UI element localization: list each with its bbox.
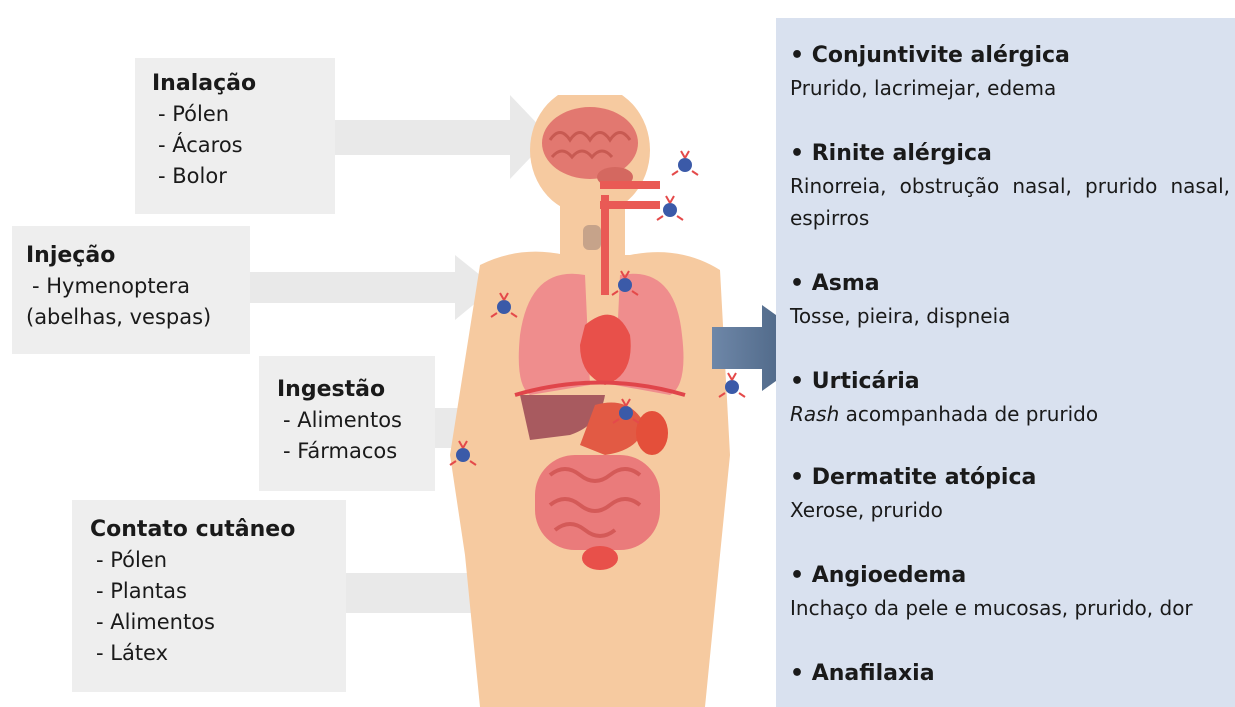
route-item: - Látex bbox=[96, 638, 295, 669]
reaction-rhinitis: • Rinite alérgica Rinorreia, obstrução n… bbox=[790, 138, 1230, 234]
reaction-symptoms: Rash acompanhada de prurido bbox=[790, 398, 1230, 430]
reaction-name: Urticária bbox=[812, 369, 920, 394]
reaction-urticaria: • Urticária Rash acompanhada de prurido bbox=[790, 366, 1230, 430]
route-item: - Alimentos bbox=[283, 405, 402, 436]
reaction-name: Rinite alérgica bbox=[812, 141, 992, 166]
route-item: - Ácaros bbox=[158, 130, 256, 161]
route-title: Contato cutâneo bbox=[90, 514, 295, 545]
reaction-symptoms: Inchaço da pele e mucosas, prurido, dor bbox=[790, 592, 1230, 624]
route-item: - Pólen bbox=[96, 545, 295, 576]
bullet: • bbox=[790, 661, 804, 686]
reaction-symptoms: Tosse, pieira, dispneia bbox=[790, 300, 1230, 332]
reaction-name: Asma bbox=[812, 271, 880, 296]
reaction-symptoms: Xerose, prurido bbox=[790, 494, 1230, 526]
route-item: - Bolor bbox=[158, 161, 256, 192]
route-title: Injeção bbox=[26, 240, 211, 271]
bullet: • bbox=[790, 141, 804, 166]
reaction-anaphylaxis: • Anafilaxia bbox=[790, 658, 1230, 690]
reaction-name: Dermatite atópica bbox=[812, 465, 1037, 490]
route-title: Inalação bbox=[152, 68, 256, 99]
reaction-symptom-italic: Rash bbox=[790, 402, 839, 426]
route-item: - Alimentos bbox=[96, 607, 295, 638]
reaction-atopic-dermatitis: • Dermatite atópica Xerose, prurido bbox=[790, 462, 1230, 526]
human-body-figure bbox=[420, 95, 750, 707]
route-skin-contact: Contato cutâneo - Pólen - Plantas - Alim… bbox=[72, 500, 346, 692]
reaction-name: Conjuntivite alérgica bbox=[812, 43, 1070, 68]
route-injection: Injeção - Hymenoptera (abelhas, vespas) bbox=[12, 226, 250, 354]
route-ingestion: Ingestão - Alimentos - Fármacos bbox=[259, 356, 435, 491]
bullet: • bbox=[790, 271, 804, 296]
bullet: • bbox=[790, 465, 804, 490]
reaction-symptom-text: acompanhada de prurido bbox=[839, 402, 1098, 426]
route-item: (abelhas, vespas) bbox=[26, 302, 211, 333]
bullet: • bbox=[790, 563, 804, 588]
reaction-symptoms: Prurido, lacrimejar, edema bbox=[790, 72, 1230, 104]
reaction-angioedema: • Angioedema Inchaço da pele e mucosas, … bbox=[790, 560, 1230, 624]
reaction-asthma: • Asma Tosse, pieira, dispneia bbox=[790, 268, 1230, 332]
reaction-conjunctivitis: • Conjuntivite alérgica Prurido, lacrime… bbox=[790, 40, 1230, 104]
larynx-icon bbox=[583, 225, 601, 250]
route-item: - Plantas bbox=[96, 576, 295, 607]
bullet: • bbox=[790, 369, 804, 394]
bladder-icon bbox=[582, 546, 618, 570]
route-item: - Fármacos bbox=[283, 436, 402, 467]
bullet: • bbox=[790, 43, 804, 68]
route-item: - Hymenoptera bbox=[26, 271, 211, 302]
reactions-panel: • Conjuntivite alérgica Prurido, lacrime… bbox=[776, 18, 1235, 707]
spleen-icon bbox=[636, 411, 668, 455]
reaction-name: Anafilaxia bbox=[812, 661, 935, 686]
reaction-symptoms: Rinorreia, obstrução nasal, prurido nasa… bbox=[790, 170, 1230, 234]
route-title: Ingestão bbox=[277, 374, 402, 405]
intestines-icon bbox=[535, 455, 660, 550]
route-inhalation: Inalação - Pólen - Ácaros - Bolor bbox=[135, 58, 335, 214]
reaction-name: Angioedema bbox=[812, 563, 966, 588]
route-item: - Pólen bbox=[158, 99, 256, 130]
